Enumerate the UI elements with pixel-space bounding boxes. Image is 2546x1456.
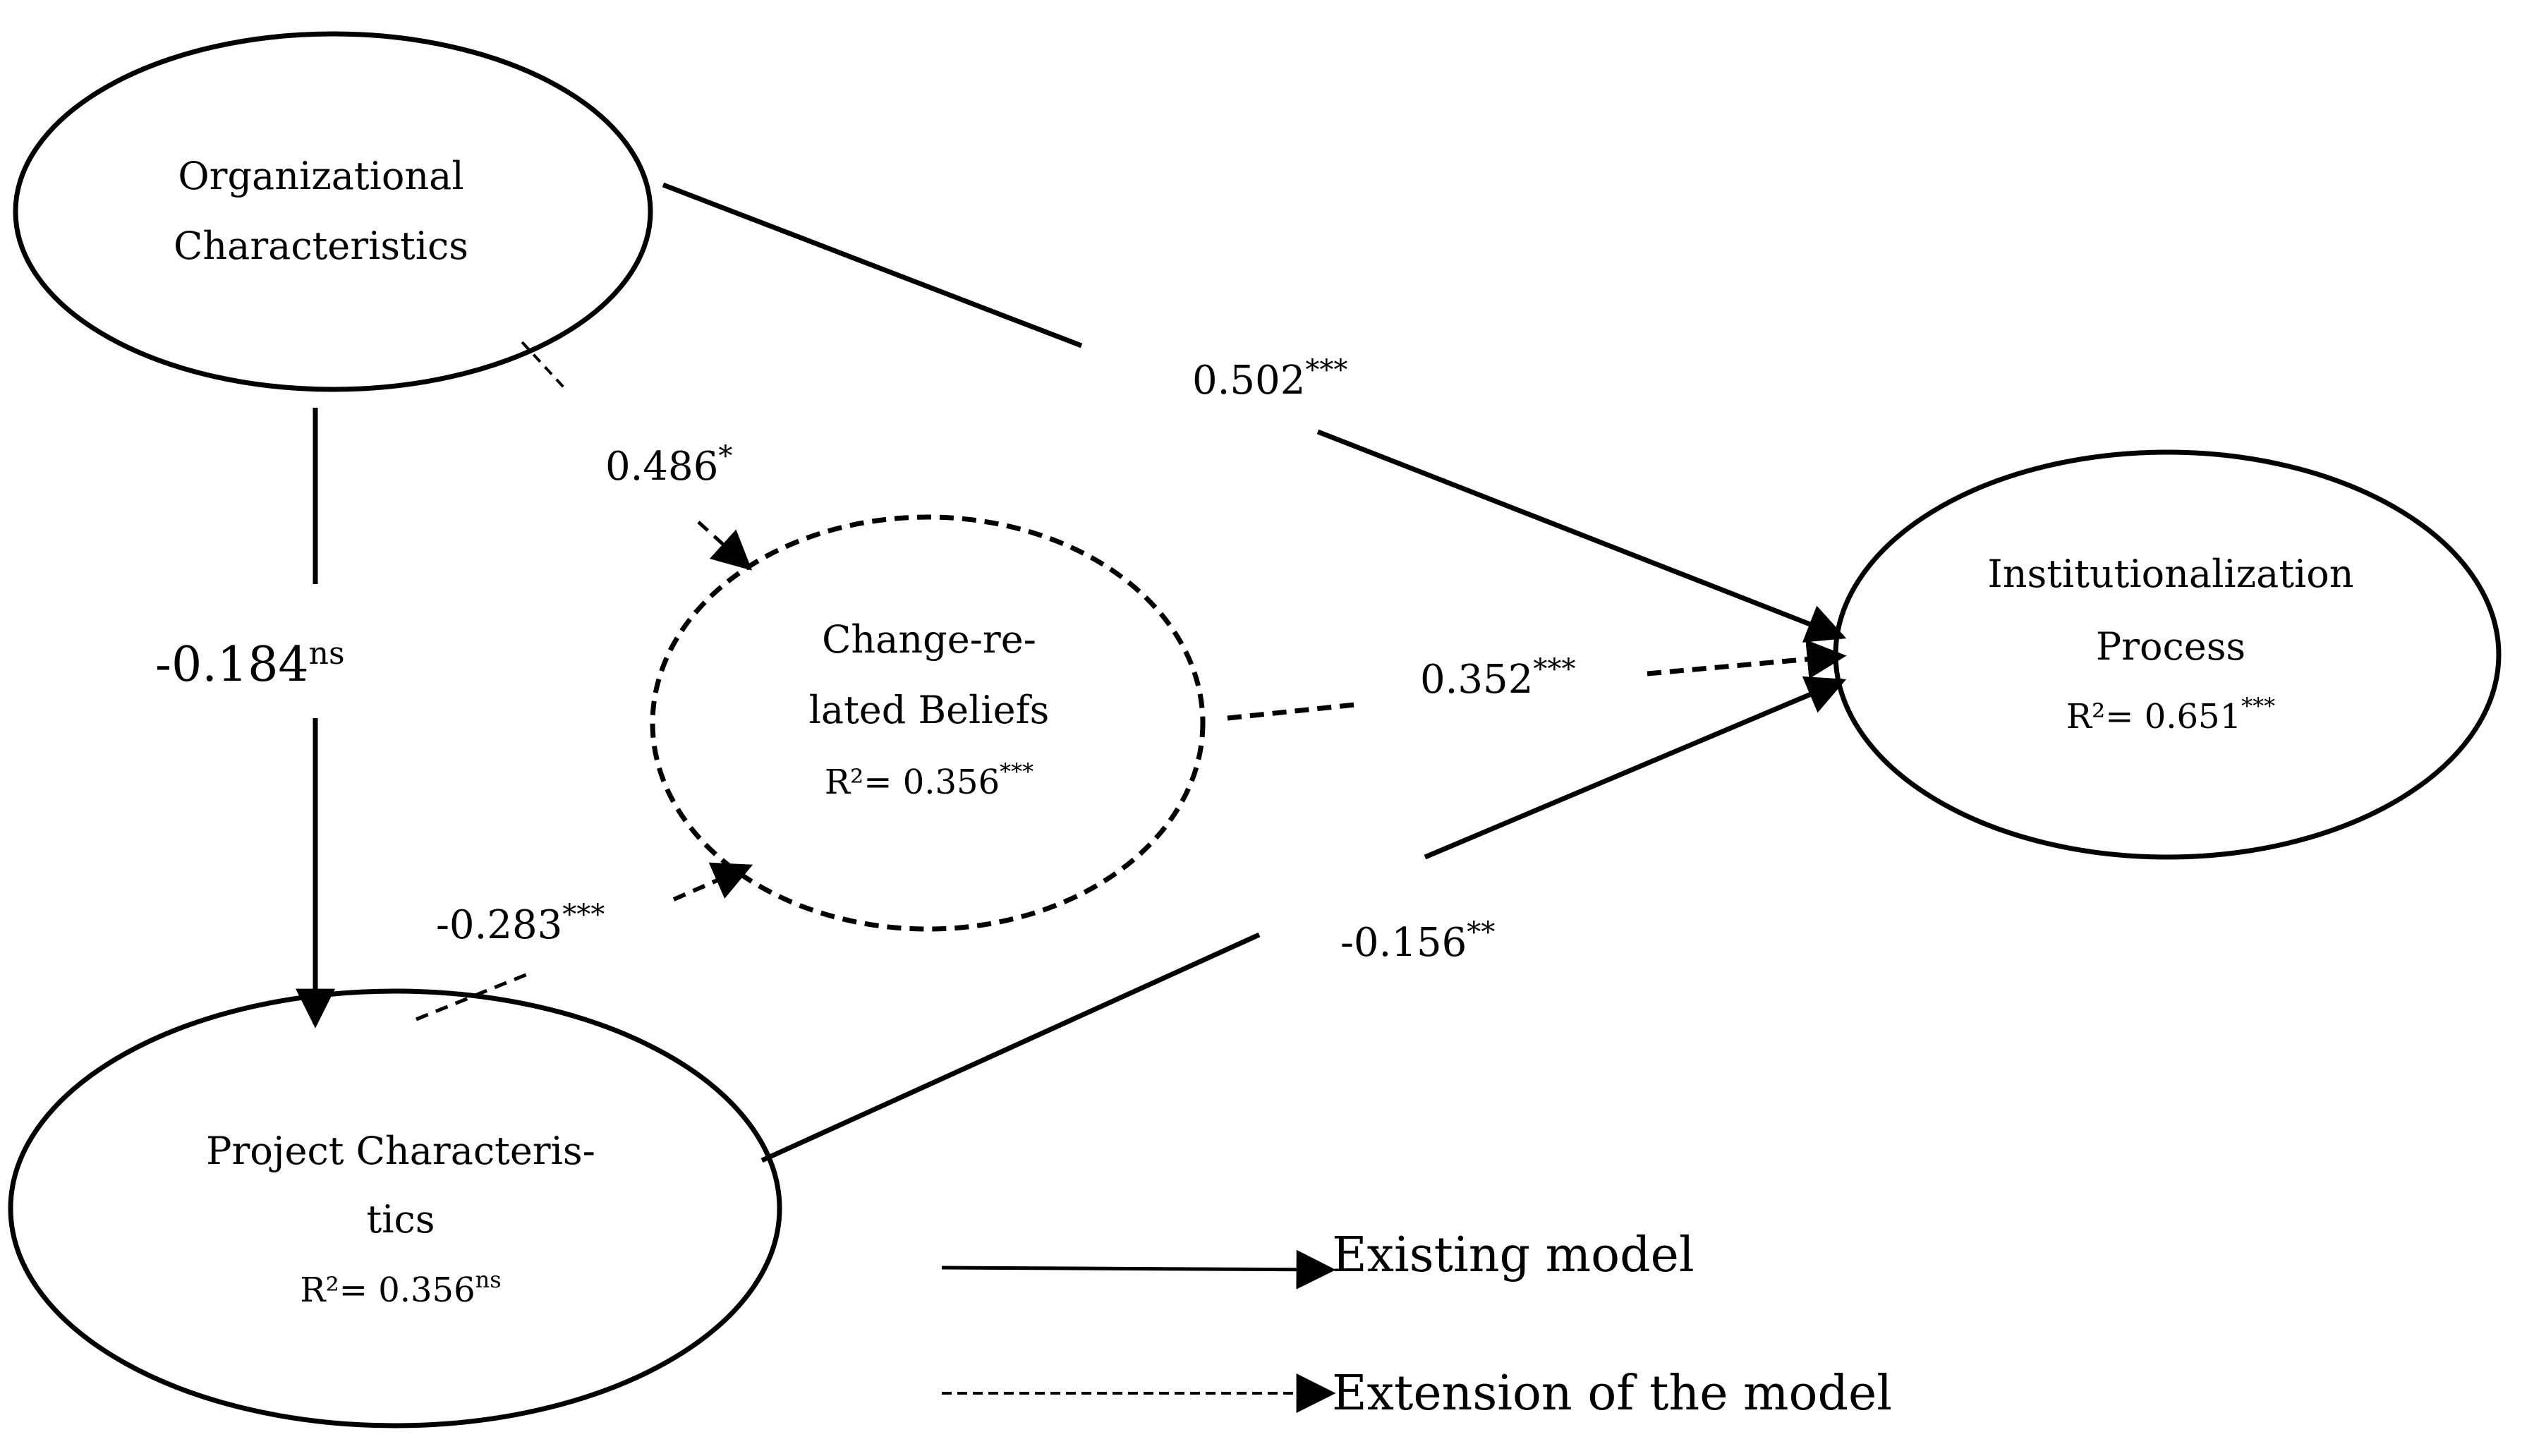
edge-org-inst-value: 0.502 xyxy=(1192,358,1305,404)
institutionalization-process-r2-sig: *** xyxy=(2241,693,2275,720)
edge-beliefs-inst-segment-1 xyxy=(1227,701,1362,721)
project-characteristics-label-line1: Project Characteris- xyxy=(206,1129,595,1173)
node-change-related-beliefs: Change-re- lated Beliefs R²= 0.356*** xyxy=(650,514,1206,932)
node-institutionalization-process: Institutionalization Process R²= 0.651**… xyxy=(1833,449,2502,860)
organizational-characteristics-label-line1: Organizational xyxy=(178,154,463,198)
node-project-characteristics: Project Characteris- tics R²= 0.356ns xyxy=(8,988,782,1428)
edge-beliefs-inst-value: 0.352 xyxy=(1420,657,1533,703)
edge-org-beliefs-sig: * xyxy=(718,440,732,473)
edge-org-to-beliefs: 0.486* xyxy=(521,341,753,571)
change-related-beliefs-r2: R²= 0.356*** xyxy=(825,758,1033,802)
edge-org-to-project: -0.184ns xyxy=(155,408,345,1029)
institutionalization-process-label-line1: Institutionalization xyxy=(1987,552,2353,596)
organizational-characteristics-ellipse xyxy=(13,31,653,392)
legend-solid-line-arrow xyxy=(941,1249,1336,1290)
edge-proj-inst-value: -0.156 xyxy=(1340,920,1467,966)
change-related-beliefs-label-line2: lated Beliefs xyxy=(809,688,1050,732)
legend-item-extension: Extension of the model xyxy=(942,1366,1892,1421)
project-characteristics-label-line2: tics xyxy=(367,1197,435,1242)
edge-proj-inst-segment-2 xyxy=(1424,676,1847,860)
edge-org-proj-value: -0.184 xyxy=(155,637,309,693)
legend-existing-model-label: Existing model xyxy=(1332,1227,1695,1283)
edge-org-to-institutionalization: 0.502*** xyxy=(662,182,1847,643)
edge-beliefs-to-institutionalization: 0.352*** xyxy=(1227,639,1847,721)
edge-proj-beliefs-segment-2 xyxy=(672,862,753,902)
edge-org-inst-sig: *** xyxy=(1305,354,1347,387)
edge-beliefs-inst-sig: *** xyxy=(1533,653,1575,686)
project-characteristics-r2-value: R²= 0.356 xyxy=(300,1270,475,1310)
edge-org-inst-segment-1 xyxy=(662,182,1083,348)
legend-extension-label: Extension of the model xyxy=(1332,1366,1892,1421)
organizational-characteristics-label-line2: Characteristics xyxy=(174,224,468,268)
project-characteristics-r2: R²= 0.356ns xyxy=(300,1266,501,1310)
change-related-beliefs-label-line1: Change-re- xyxy=(822,617,1036,662)
edge-proj-inst-coefficient: -0.156** xyxy=(1340,916,1495,966)
legend-item-existing-model: Existing model xyxy=(941,1227,1695,1290)
edge-beliefs-inst-coefficient: 0.352*** xyxy=(1420,653,1575,703)
edge-proj-beliefs-coefficient: -0.283*** xyxy=(436,899,605,948)
node-organizational-characteristics: Organizational Characteristics xyxy=(13,31,653,392)
legend: Existing model Extension of the model xyxy=(941,1227,1892,1421)
edge-org-beliefs-coefficient: 0.486* xyxy=(605,440,732,490)
project-characteristics-ellipse xyxy=(8,988,782,1428)
edge-beliefs-inst-segment-2 xyxy=(1647,639,1847,679)
edge-proj-beliefs-value: -0.283 xyxy=(436,902,562,948)
edge-org-inst-segment-2 xyxy=(1316,429,1847,643)
institutionalization-process-r2-value: R²= 0.651 xyxy=(2066,697,2241,736)
edge-org-inst-coefficient: 0.502*** xyxy=(1192,354,1347,404)
change-related-beliefs-r2-sig: *** xyxy=(1000,758,1033,785)
edge-org-proj-coefficient: -0.184ns xyxy=(155,636,345,693)
change-related-beliefs-r2-value: R²= 0.356 xyxy=(825,763,1000,802)
edge-org-beliefs-segment-2 xyxy=(697,521,753,571)
edge-org-proj-sig: ns xyxy=(309,636,345,672)
edge-project-to-beliefs: -0.283*** xyxy=(416,862,753,1021)
edge-org-beliefs-segment-1 xyxy=(521,341,566,389)
institutionalization-process-r2: R²= 0.651*** xyxy=(2066,693,2275,736)
edge-project-to-institutionalization: -0.156** xyxy=(760,676,1847,1163)
edge-org-beliefs-value: 0.486 xyxy=(605,444,718,490)
project-characteristics-r2-sig: ns xyxy=(475,1266,502,1293)
edge-proj-inst-sig: ** xyxy=(1467,916,1495,949)
edge-proj-beliefs-sig: *** xyxy=(562,899,605,931)
institutionalization-process-label-line2: Process xyxy=(2096,624,2245,669)
edge-proj-inst-segment-1 xyxy=(760,932,1261,1163)
change-related-beliefs-ellipse xyxy=(650,514,1206,932)
